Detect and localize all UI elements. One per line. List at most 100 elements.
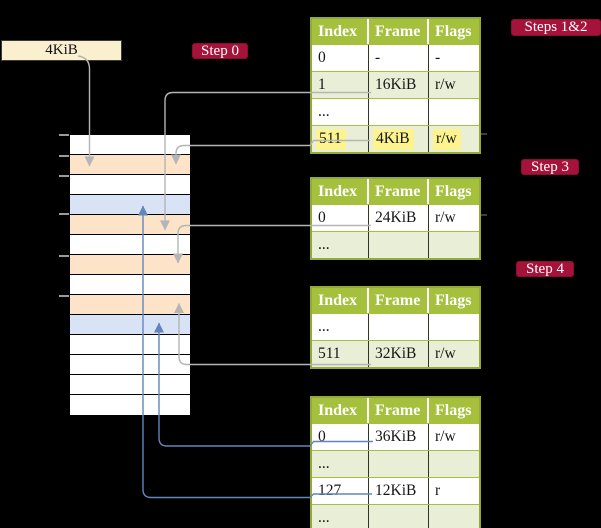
table-cell: r/w [429, 126, 479, 152]
memory-column [69, 134, 191, 416]
cell-value: ... [318, 103, 330, 120]
memory-row [70, 295, 190, 315]
table-cell: ... [312, 99, 369, 125]
column-header: Index [312, 288, 369, 313]
memory-row [70, 395, 190, 415]
column-header: Index [312, 179, 369, 204]
cell-value: 511 [316, 128, 346, 150]
cell-value: 32KiB [375, 345, 417, 362]
table-cell: 1 [312, 72, 369, 98]
table-row: 127 12KiB r [312, 477, 479, 504]
cell-value: 24KiB [375, 209, 417, 226]
cell-value: 0 [318, 428, 326, 445]
table-cell [429, 314, 479, 340]
memory-row [70, 255, 190, 275]
table-cell [369, 232, 429, 258]
table-cell: 0 [312, 205, 369, 231]
table-cell: 0 [312, 45, 369, 71]
table-cell: 16KiB [369, 72, 429, 98]
memory-row [70, 275, 190, 295]
table-cell: r [429, 478, 479, 504]
column-header: Flags [435, 182, 472, 200]
table-cell [429, 99, 479, 125]
memory-row [70, 335, 190, 355]
table-cell: ... [312, 451, 369, 477]
cell-value: 4KiB [373, 128, 414, 150]
table-cell: 12KiB [369, 478, 429, 504]
memory-row [70, 355, 190, 375]
table-row: ... [312, 504, 479, 528]
column-header: Frame [369, 179, 429, 204]
table-row: ... [312, 313, 479, 340]
table-cell [369, 451, 429, 477]
table-cell: 32KiB [369, 341, 429, 367]
memory-row [70, 315, 190, 335]
memory-row [70, 175, 190, 195]
badge-step-0: Step 0 [192, 43, 248, 59]
memory-tick [59, 295, 69, 297]
table-cell: r/w [429, 72, 479, 98]
memory-row [70, 375, 190, 395]
cell-value: 16KiB [375, 76, 417, 93]
cell-value: r/w [435, 345, 456, 362]
table-cell [429, 232, 479, 258]
table-cell [369, 314, 429, 340]
column-header: Flags [435, 22, 472, 40]
cell-value: ... [318, 509, 330, 526]
column-header: Frame [369, 19, 429, 44]
table-cell: ... [312, 232, 369, 258]
cell-value: r/w [435, 428, 456, 445]
cell-value: - [375, 49, 381, 66]
table-cell: 511 [312, 126, 369, 152]
cell-value: - [435, 49, 441, 66]
table-cell [369, 99, 429, 125]
table-cell: - [369, 45, 429, 71]
memory-row [70, 235, 190, 255]
table-cell [429, 451, 479, 477]
table-cell: 511 [312, 341, 369, 367]
table-cell: 36KiB [369, 424, 429, 450]
memory-row [70, 135, 190, 155]
cell-value: 1 [318, 76, 326, 93]
table-row: 1 16KiB r/w [312, 71, 479, 98]
table-cell: r/w [429, 424, 479, 450]
memory-row [70, 195, 190, 215]
cell-value: ... [318, 318, 330, 335]
table-cell [369, 505, 429, 528]
table-cell: r/w [429, 341, 479, 367]
column-header: Flags [435, 401, 472, 419]
column-header: Flags [435, 291, 472, 309]
cell-value: 511 [318, 345, 341, 362]
table-cell: ... [312, 314, 369, 340]
page-size-box: 4KiB [1, 40, 122, 61]
table-row: 0 24KiB r/w [312, 204, 479, 231]
cell-value: 127 [318, 482, 342, 499]
memory-tick [59, 155, 69, 157]
memory-row [70, 215, 190, 235]
cell-value: 36KiB [375, 428, 417, 445]
cell-value: r [435, 482, 441, 499]
table-row: ... [312, 450, 479, 477]
memory-row [70, 155, 190, 175]
table-row: 0 36KiB r/w [312, 423, 479, 450]
table-row: 511 4KiB r/w [312, 125, 479, 152]
column-header: Index [312, 398, 369, 423]
table-cell: 4KiB [369, 126, 429, 152]
cell-value: r/w [435, 76, 456, 93]
memory-tick [59, 213, 69, 215]
table-cell [429, 505, 479, 528]
table-cell: 0 [312, 424, 369, 450]
table-cell: r/w [429, 205, 479, 231]
column-header: Frame [369, 398, 429, 423]
cell-value: 0 [318, 49, 326, 66]
table-row: 0 - - [312, 44, 479, 71]
table-row: 511 32KiB r/w [312, 340, 479, 367]
